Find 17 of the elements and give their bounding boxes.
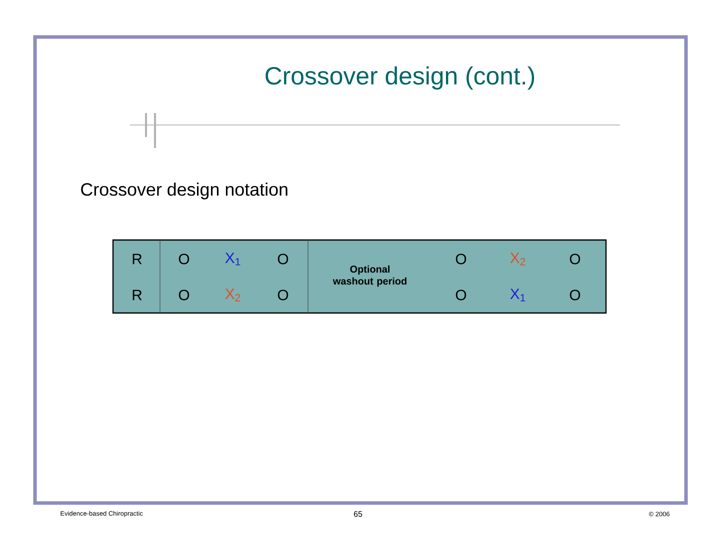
table-cell: O <box>456 290 466 300</box>
table-cell: O <box>570 254 580 264</box>
table-cell: X$_{2}$ <box>225 288 240 302</box>
title: Crossover design (cont.) <box>266 66 534 90</box>
table-cell: X$_{2}$ <box>510 252 526 266</box>
table-cell: O <box>178 290 190 300</box>
table-cell: O <box>570 290 580 300</box>
table-cell: O <box>456 254 466 264</box>
subtitle: Crossover design notation <box>81 182 288 200</box>
table-cell: O <box>178 254 190 264</box>
table-cell: O <box>278 254 288 264</box>
table-cell: X$_{1}$ <box>225 252 240 266</box>
table-cell: R <box>132 290 142 300</box>
table-cell: O <box>278 290 288 300</box>
table-cell: Optional washout period <box>332 265 406 287</box>
table-cell: R <box>132 254 142 264</box>
table-cell: X$_{1}$ <box>510 288 526 302</box>
